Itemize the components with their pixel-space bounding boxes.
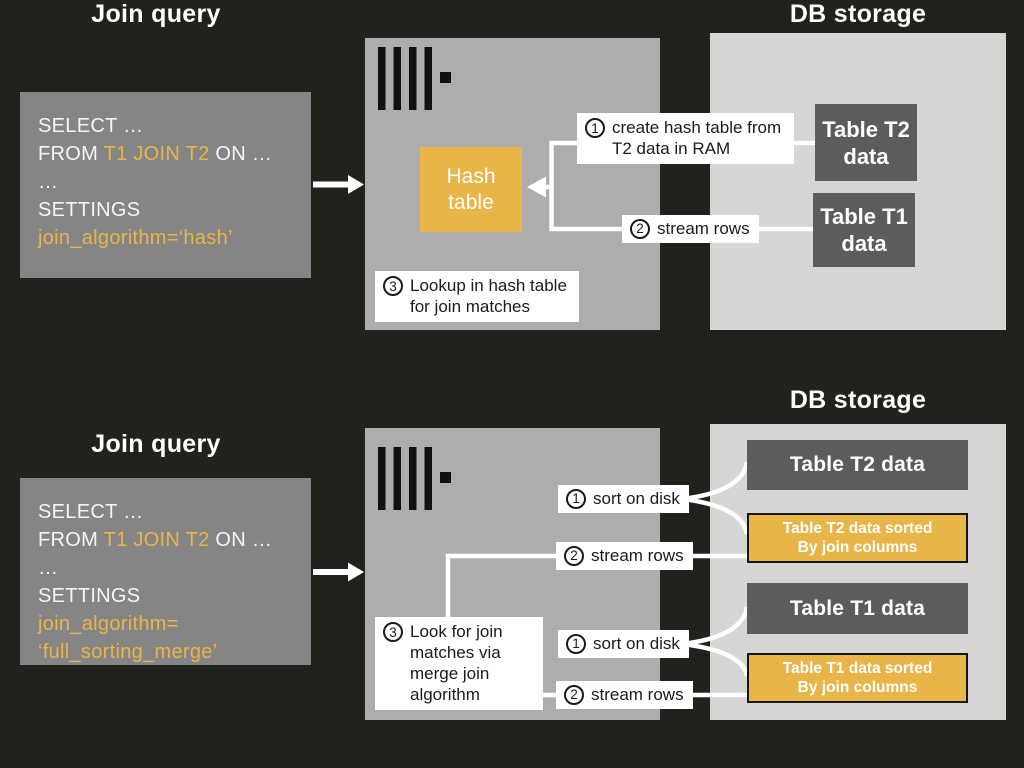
sql-line-from: FROM T1 JOIN T2 ON … bbox=[38, 529, 273, 551]
merge-join-db-storage-title: DB storage bbox=[789, 386, 927, 414]
table-t2-data-box: Table T2 data bbox=[747, 440, 968, 490]
step-number-badge: 2 bbox=[564, 545, 584, 566]
step-merge-join-lookup: 3 Look for join matches via merge join a… bbox=[375, 617, 543, 710]
query-to-server-arrowhead-icon bbox=[348, 562, 364, 582]
table-t2-sorted-box: Table T2 data sorted By join columns bbox=[747, 513, 968, 563]
sql-line-join-algorithm: join_algorithm=‘hash’ bbox=[38, 227, 233, 249]
clickhouse-logo-icon bbox=[378, 447, 451, 515]
step-stream-t2-rows: 2 stream rows bbox=[556, 542, 693, 570]
hash-table-box: Hash table bbox=[420, 147, 522, 232]
table-t2-data-box: Table T2 data bbox=[815, 104, 917, 181]
sort-t2-fork-lower bbox=[681, 496, 750, 535]
step-stream-t1-rows: 2 stream rows bbox=[556, 681, 693, 709]
merge-join-query-title: Join query bbox=[91, 430, 221, 458]
sort-t1-fork-upper bbox=[681, 606, 750, 647]
left-arrowhead-icon bbox=[527, 176, 546, 198]
step-lookup-hash-table: 3 Lookup in hash table for join matches bbox=[375, 271, 579, 322]
step-text: stream rows bbox=[591, 546, 684, 565]
step-number-badge: 2 bbox=[564, 684, 584, 705]
hash-join-query-box: SELECT … FROM T1 JOIN T2 ON … … SETTINGS… bbox=[20, 92, 311, 278]
step-number-badge: 3 bbox=[383, 276, 403, 296]
sort-t1-fork-lower bbox=[681, 641, 750, 677]
sql-line-settings: SETTINGS bbox=[38, 585, 141, 607]
sql-line-ellipsis: … bbox=[38, 171, 59, 193]
step-text: create hash table from T2 data in RAM bbox=[612, 118, 782, 158]
query-to-server-arrowhead-icon bbox=[348, 175, 364, 194]
step-text: Look for join matches via merge join alg… bbox=[410, 622, 503, 704]
sql-join-clause: T1 JOIN T2 bbox=[103, 529, 210, 551]
step-text: stream rows bbox=[657, 219, 750, 238]
merge-join-query-box: SELECT … FROM T1 JOIN T2 ON … … SETTINGS… bbox=[20, 478, 311, 665]
sort-t2-fork-upper bbox=[681, 461, 750, 502]
sql-line-from: FROM T1 JOIN T2 ON … bbox=[38, 143, 273, 165]
step-text: stream rows bbox=[591, 685, 684, 704]
clickhouse-logo-icon bbox=[378, 47, 451, 115]
step-number-badge: 1 bbox=[585, 118, 605, 138]
sql-line-ellipsis: … bbox=[38, 557, 59, 579]
sql-line-settings: SETTINGS bbox=[38, 199, 141, 221]
sql-line-join-algorithm: join_algorithm= bbox=[38, 613, 179, 635]
step-number-badge: 2 bbox=[630, 218, 650, 239]
table-t1-data-box: Table T1 data bbox=[747, 583, 968, 634]
step-create-hash-table: 1 create hash table from T2 data in RAM bbox=[577, 113, 794, 164]
step-number-badge: 1 bbox=[566, 633, 586, 654]
hash-join-db-storage-box bbox=[710, 33, 1006, 330]
step-number-badge: 1 bbox=[566, 488, 586, 509]
sql-line-algorithm-value: ‘full_sorting_merge’ bbox=[38, 641, 218, 663]
sql-join-clause: T1 JOIN T2 bbox=[103, 143, 210, 165]
hash-join-query-title: Join query bbox=[91, 0, 221, 28]
sql-line-select: SELECT … bbox=[38, 501, 144, 523]
step-text: sort on disk bbox=[593, 489, 680, 508]
step-stream-rows: 2 stream rows bbox=[622, 215, 759, 243]
step-text: sort on disk bbox=[593, 634, 680, 653]
step-number-badge: 3 bbox=[383, 622, 403, 642]
table-t1-sorted-box: Table T1 data sorted By join columns bbox=[747, 653, 968, 703]
step-text: Lookup in hash table for join matches bbox=[410, 276, 567, 316]
step-sort-t1-on-disk: 1 sort on disk bbox=[558, 630, 689, 658]
step-sort-t2-on-disk: 1 sort on disk bbox=[558, 485, 689, 513]
hash-join-db-storage-title: DB storage bbox=[789, 0, 927, 28]
sql-line-select: SELECT … bbox=[38, 115, 144, 137]
table-t1-data-box: Table T1 data bbox=[813, 193, 915, 267]
